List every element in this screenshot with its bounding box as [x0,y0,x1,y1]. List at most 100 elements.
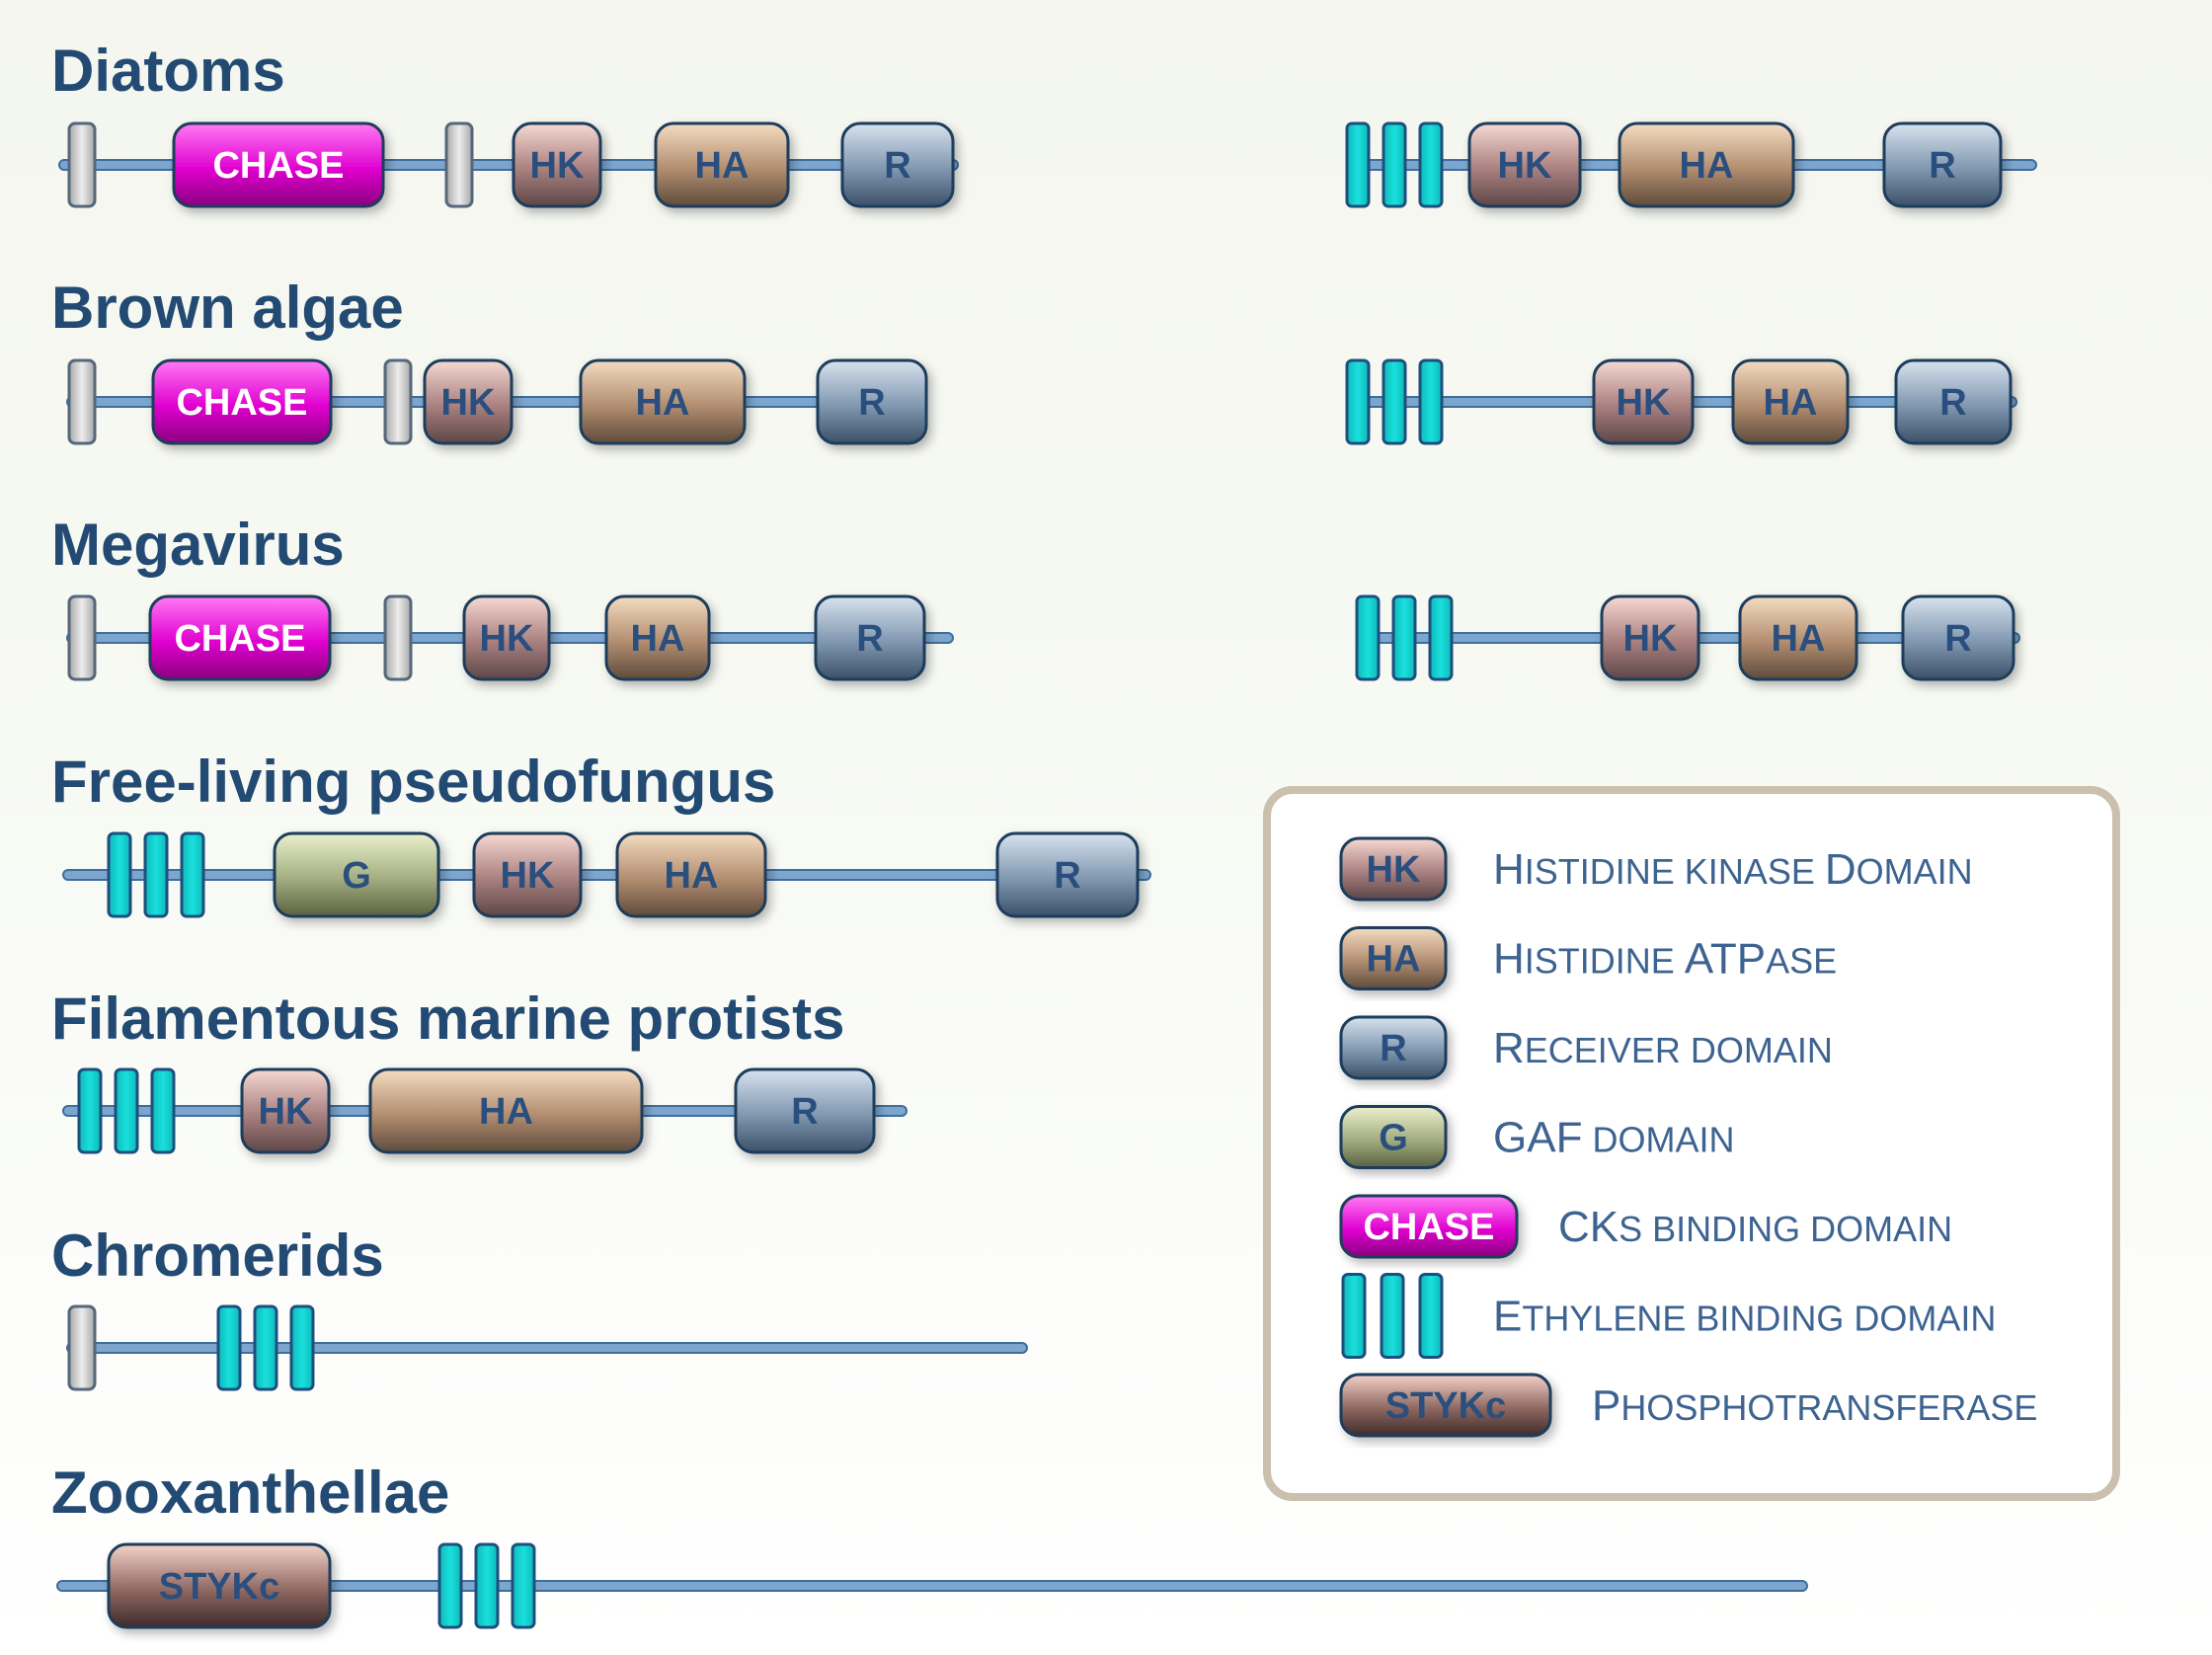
ethylene-binding-domain [1355,594,1454,681]
ha-domain: HA [368,1067,644,1154]
transmembrane-segment [383,594,413,681]
domain-label: STYKc [1385,1385,1506,1427]
domain-label: R [884,145,910,187]
r-domain: R [1894,358,2013,445]
legend-label: HISTIDINE ATPASE [1493,935,1837,984]
hk-domain: HK [423,358,514,445]
transmembrane-segment [67,358,97,445]
domain-label: HK [441,382,496,424]
protein-architecture: HK HA R [1345,121,2037,208]
hk-domain-box [1592,358,1695,445]
chase-domain: CHASE [1339,1194,1519,1259]
domain-label: HK [501,855,555,897]
ethylene-bar [150,1067,176,1154]
legend-label: HISTIDINE KINASE DOMAIN [1493,845,1973,894]
g-domain-box [1339,1105,1448,1169]
r-domain: R [1882,121,2003,208]
ethylene-bar [143,831,169,918]
domain-label: R [1929,145,1955,187]
hk-domain-box [1600,594,1700,681]
transmembrane-segment [67,1304,97,1391]
r-domain: R [840,121,955,208]
hk-domain: HK [240,1067,331,1154]
chase-domain: CHASE [151,358,333,445]
domain-label: HA [1772,618,1826,660]
group-title: Diatoms [51,38,285,104]
domain-label: HA [479,1091,533,1133]
r-domain-box [840,121,955,208]
protein-architecture: HK HA R [1355,594,2020,681]
r-domain: R [1901,594,2015,681]
legend-label: ETHYLENE BINDING DOMAIN [1493,1293,1996,1341]
domain-label: HA [1680,145,1734,187]
transmembrane-segment [444,121,474,208]
hk-domain: HK [462,594,551,681]
ethylene-bar [511,1542,536,1629]
ethylene-bar [437,1542,463,1629]
ha-domain-box [1339,926,1448,990]
legend-label: PHOSPHOTRANSFERASE [1592,1381,2037,1430]
ethylene-binding-domain [77,1067,176,1154]
domain-label: STYKc [159,1566,279,1608]
ethylene-bar [107,831,132,918]
ethylene-binding-domain [437,1542,536,1629]
g-domain: G [273,831,440,918]
group-title: Megavirus [51,512,345,578]
protein-architecture: STYKc [56,1542,1808,1629]
chase-domain-box [172,121,385,208]
transmembrane-segment [383,358,413,445]
ha-domain-box [604,594,711,681]
ha-domain-box [1618,121,1795,208]
legend-label: CKS BINDING DOMAIN [1558,1203,1952,1251]
domain-label: CHASE [1363,1207,1494,1248]
ha-domain-box [368,1067,644,1154]
r-domain-box [734,1067,876,1154]
ha-domain: HA [1731,358,1850,445]
r-domain: R [816,358,928,445]
ethylene-binding-domain [216,1304,315,1391]
r-domain-box [995,831,1140,918]
legend-label: RECEIVER DOMAIN [1493,1024,1833,1072]
domain-label: G [342,855,371,897]
domain-label: HK [259,1091,313,1133]
organism-group: Chromerids [51,1222,1028,1391]
hk-domain: HK [1339,836,1448,902]
ha-domain: HA [654,121,790,208]
r-domain: R [814,594,926,681]
domain-label: HA [695,145,750,187]
group-title: Filamentous marine protists [51,985,845,1052]
r-domain-box [1882,121,2003,208]
hk-domain-box [462,594,551,681]
protein-backbone [66,1342,1028,1354]
ha-domain-box [579,358,747,445]
hk-domain: HK [1467,121,1582,208]
hk-domain-box [423,358,514,445]
ha-domain-box [654,121,790,208]
ethylene-bar [253,1304,278,1391]
ethylene-bar [474,1542,500,1629]
r-domain: R [1339,1015,1448,1080]
protein-architecture: HK HA R [62,1067,908,1154]
domain-label: HK [1623,618,1678,660]
domain-label: HA [1764,382,1818,424]
domain-label: R [1380,1028,1406,1069]
group-title: Free-living pseudofungus [51,749,775,815]
ethylene-bar [216,1304,242,1391]
ha-domain-box [1738,594,1858,681]
legend-item: ETHYLENE BINDING DOMAIN [1341,1273,1996,1359]
domain-label: R [791,1091,818,1133]
hk-domain-box [1339,836,1448,902]
legend-item: R RECEIVER DOMAIN [1339,1015,1833,1080]
ethylene-bar [1428,594,1454,681]
stykc-domain-box [107,1542,332,1629]
hk-domain: HK [1600,594,1700,681]
domain-label: R [1054,855,1080,897]
r-domain-box [1894,358,2013,445]
chase-domain-box [151,358,333,445]
